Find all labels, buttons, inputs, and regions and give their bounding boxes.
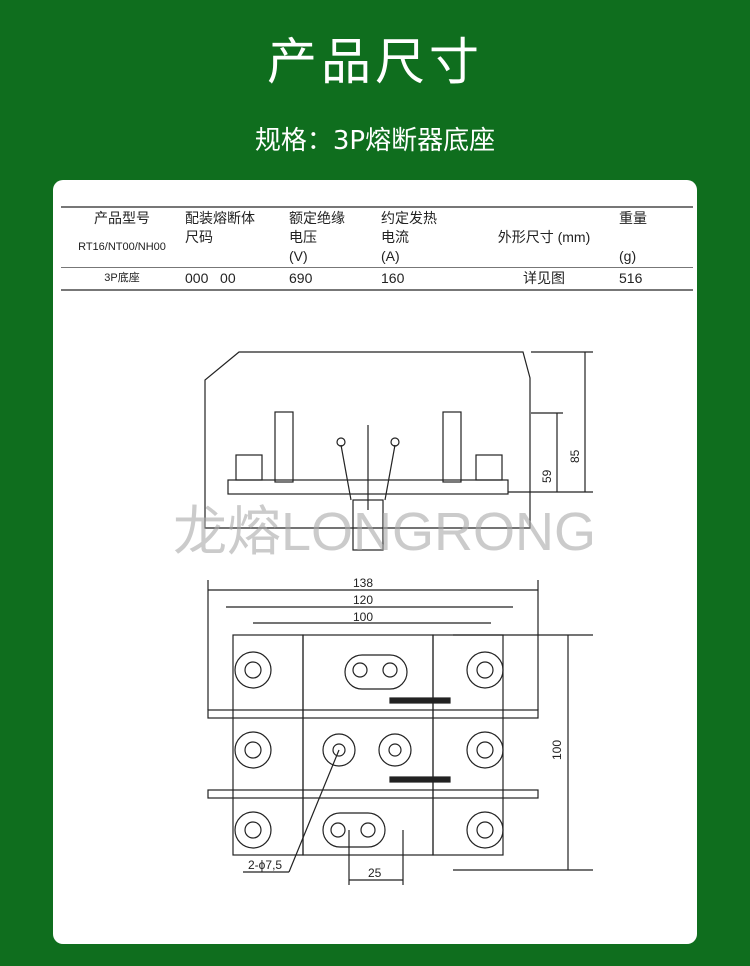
model-header: 产品型号	[94, 210, 150, 226]
dim-25: 25	[368, 866, 382, 880]
spec-card: 产品型号 RT16/NT00/NH00 配装熔断体尺码 额定绝缘电压 (V) 约定发…	[53, 180, 697, 944]
dim-85: 85	[568, 449, 582, 463]
col-curr3: (A)	[381, 248, 400, 264]
col-curr: 约定发热	[381, 210, 437, 226]
col-dim: 外形尺寸 (mm)	[497, 229, 591, 245]
col-weight-unit: (g)	[619, 248, 637, 264]
page-title: 产品尺寸	[267, 33, 483, 91]
page-subtitle: 规格：3P熔断器底座	[254, 126, 496, 156]
col-curr2: 电流	[381, 229, 409, 245]
dim-100: 100	[353, 610, 373, 624]
val-volt: 690	[287, 267, 379, 291]
side-view	[204, 351, 593, 551]
col-weight: 重量	[619, 210, 647, 226]
terminal-screws	[234, 651, 504, 849]
col-volt2: 电压	[289, 229, 317, 245]
val-dim: 详见图	[471, 267, 617, 291]
top-view	[207, 580, 593, 885]
table-row: 3P底座 000 00 690 160 详见图 516	[61, 267, 693, 291]
val-fuse: 000 00	[183, 267, 287, 291]
hole-spec: 2-ϕ7,5	[248, 858, 282, 872]
table-header-row: 产品型号 RT16/NT00/NH00 配装熔断体尺码 额定绝缘电压 (V) 约定发…	[61, 206, 693, 268]
dim-120: 120	[353, 593, 373, 607]
col-volt: 额定绝缘	[289, 210, 345, 226]
model-series: RT16/NT00/NH00	[78, 241, 166, 253]
model-value: 3P底座	[61, 267, 183, 291]
col-fuse: 配装熔断体	[185, 210, 255, 226]
watermark: 龙熔LONGRONG	[173, 502, 596, 562]
val-weight: 516	[617, 267, 693, 291]
col-fuse2: 尺码	[185, 229, 213, 245]
val-curr: 160	[379, 267, 471, 291]
col-volt3: (V)	[289, 248, 308, 264]
dim-59: 59	[540, 469, 554, 483]
spec-table: 产品型号 RT16/NT00/NH00 配装熔断体尺码 额定绝缘电压 (V) 约定发…	[61, 206, 693, 291]
dimension-drawing: 85 59 龙熔LONGRONG 138 120 100 100 25 2-ϕ7…	[173, 351, 596, 885]
dim-100-vertical: 100	[550, 740, 564, 760]
dim-138: 138	[353, 576, 373, 590]
